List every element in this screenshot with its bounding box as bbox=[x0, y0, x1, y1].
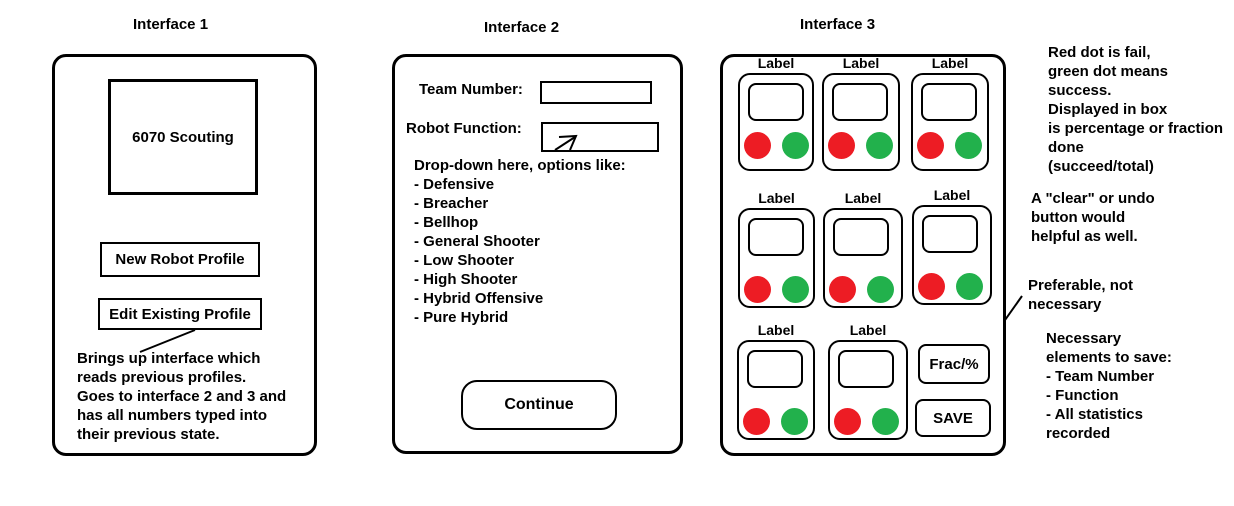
option-item: - Breacher bbox=[414, 195, 489, 212]
fail-dot[interactable] bbox=[828, 132, 855, 159]
fail-dot[interactable] bbox=[743, 408, 770, 435]
fail-dot[interactable] bbox=[829, 276, 856, 303]
success-dot[interactable] bbox=[781, 408, 808, 435]
stat-label: Label bbox=[849, 322, 887, 338]
robot-function-label: Robot Function: bbox=[406, 120, 522, 137]
stat-counter: Label bbox=[828, 322, 908, 440]
edit-note-pointer-line bbox=[139, 329, 196, 353]
frac-percent-toggle-button[interactable]: Frac/% bbox=[918, 344, 990, 384]
continue-button[interactable]: Continue bbox=[461, 380, 617, 430]
success-dot[interactable] bbox=[782, 276, 809, 303]
logo-text: 6070 Scouting bbox=[132, 128, 234, 146]
fail-dot[interactable] bbox=[834, 408, 861, 435]
stat-label: Label bbox=[842, 55, 880, 71]
edit-profile-note: Brings up interface which reads previous… bbox=[77, 350, 287, 443]
success-dot[interactable] bbox=[782, 132, 809, 159]
stat-label: Label bbox=[933, 187, 971, 203]
stat-counter: Label bbox=[822, 55, 900, 171]
interface-3-title: Interface 3 bbox=[800, 16, 876, 33]
option-item: - High Shooter bbox=[414, 271, 518, 288]
stat-display bbox=[747, 350, 803, 388]
robot-function-dropdown[interactable] bbox=[541, 122, 659, 152]
stat-counter: Label bbox=[738, 190, 815, 308]
stat-label: Label bbox=[844, 190, 882, 206]
team-number-input[interactable] bbox=[540, 81, 652, 104]
success-dot[interactable] bbox=[867, 276, 894, 303]
stat-counter: Label bbox=[823, 190, 903, 308]
stat-display bbox=[748, 218, 804, 256]
interface-2-title: Interface 2 bbox=[484, 19, 560, 36]
stat-display bbox=[833, 218, 889, 256]
interface-1-title: Interface 1 bbox=[133, 16, 209, 33]
success-dot[interactable] bbox=[956, 273, 983, 300]
option-item: - Pure Hybrid bbox=[414, 309, 509, 326]
fail-dot[interactable] bbox=[744, 132, 771, 159]
team-number-label: Team Number: bbox=[419, 81, 523, 98]
stat-display bbox=[921, 83, 977, 121]
stat-counter: Label bbox=[737, 322, 815, 440]
option-item: - General Shooter bbox=[414, 233, 540, 250]
stat-label: Label bbox=[757, 322, 795, 338]
option-item: - Bellhop bbox=[414, 214, 479, 231]
clear-button-note: A "clear" or undo button would helpful a… bbox=[1031, 190, 1155, 245]
new-robot-profile-button[interactable]: New Robot Profile bbox=[100, 242, 260, 277]
stat-display bbox=[748, 83, 804, 121]
dropdown-arrow-icon bbox=[554, 134, 578, 151]
dropdown-note: Drop-down here, options like: bbox=[414, 157, 626, 174]
stat-display bbox=[832, 83, 888, 121]
function-options-list: - Defensive - Breacher - Bellhop - Gener… bbox=[414, 175, 543, 327]
dot-explanation-note: Red dot is fail, green dot means success… bbox=[1048, 44, 1224, 175]
stat-display bbox=[838, 350, 894, 388]
stat-label: Label bbox=[931, 55, 969, 71]
stat-label: Label bbox=[757, 55, 795, 71]
option-item: - Hybrid Offensive bbox=[414, 290, 544, 307]
necessary-elements-note: Necessary elements to save: - Team Numbe… bbox=[1046, 330, 1172, 442]
option-item: - Low Shooter bbox=[414, 252, 514, 269]
option-item: - Defensive bbox=[414, 176, 495, 193]
stat-counter: Label bbox=[911, 55, 989, 171]
fail-dot[interactable] bbox=[744, 276, 771, 303]
logo-box: 6070 Scouting bbox=[108, 79, 258, 195]
save-button[interactable]: SAVE bbox=[915, 399, 991, 437]
fail-dot[interactable] bbox=[918, 273, 945, 300]
stat-counter: Label bbox=[738, 55, 814, 171]
preferable-note: Preferable, not necessary bbox=[1028, 277, 1134, 313]
success-dot[interactable] bbox=[866, 132, 893, 159]
stat-label: Label bbox=[758, 190, 795, 206]
stat-counter: Label bbox=[912, 187, 992, 305]
stat-display bbox=[922, 215, 978, 253]
success-dot[interactable] bbox=[955, 132, 982, 159]
fail-dot[interactable] bbox=[917, 132, 944, 159]
success-dot[interactable] bbox=[872, 408, 899, 435]
edit-existing-profile-button[interactable]: Edit Existing Profile bbox=[98, 298, 262, 330]
